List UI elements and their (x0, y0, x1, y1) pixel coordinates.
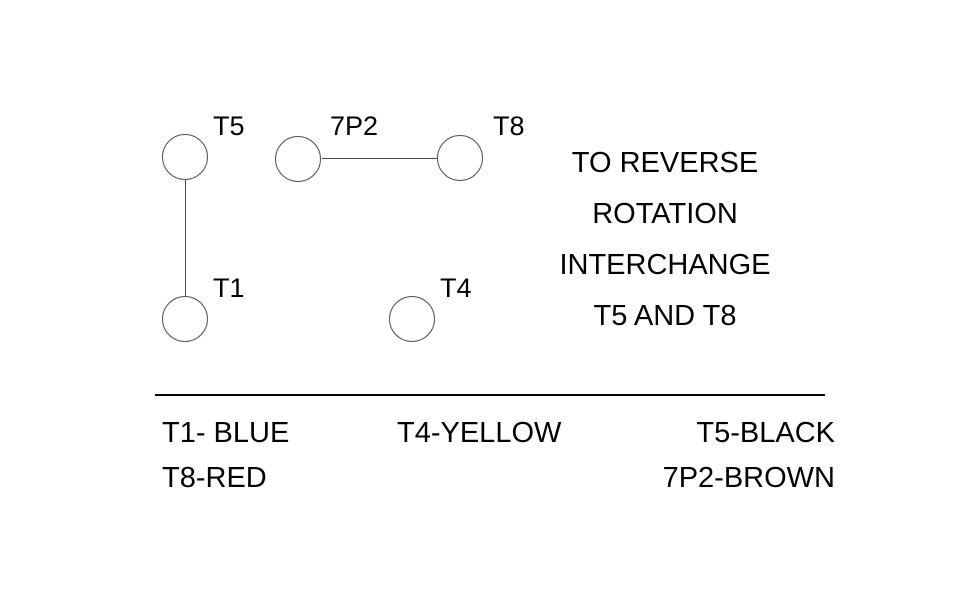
legend-item-7p2-brown: 7P2-BROWN (662, 462, 835, 494)
legend-item-t5-black: T5-BLACK (696, 417, 835, 449)
note-line-3: INTERCHANGE (559, 249, 771, 281)
note-line-4: T5 AND T8 (593, 300, 737, 332)
node-label-t8: T8 (493, 111, 525, 141)
legend-divider (155, 394, 825, 396)
node-label-t5: T5 (213, 111, 245, 141)
node-label-t1: T1 (213, 273, 245, 303)
terminal-node-t8[interactable] (437, 135, 483, 181)
legend-item-t1-blue: T1- BLUE (162, 417, 290, 449)
wire-7p2-to-t8 (322, 158, 438, 159)
legend-item-t4-yellow: T4-YELLOW (397, 417, 562, 449)
terminal-node-t4[interactable] (389, 296, 435, 342)
note-line-2: ROTATION (592, 198, 738, 230)
wire-t5-to-t1 (185, 180, 186, 296)
reverse-rotation-note: TO REVERSE ROTATION INTERCHANGE T5 AND T… (520, 138, 810, 342)
legend-row: T8-RED 7P2-BROWN (155, 463, 835, 493)
legend-row: T1- BLUE T4-YELLOW T5-BLACK (155, 418, 835, 448)
node-label-7p2: 7P2 (330, 111, 379, 141)
node-label-t4: T4 (440, 273, 472, 303)
terminal-node-t1[interactable] (162, 296, 208, 342)
terminal-node-t5[interactable] (162, 134, 208, 180)
note-line-1: TO REVERSE (571, 147, 759, 179)
legend-item-t8-red: T8-RED (162, 462, 267, 494)
terminal-node-7p2[interactable] (275, 136, 321, 182)
